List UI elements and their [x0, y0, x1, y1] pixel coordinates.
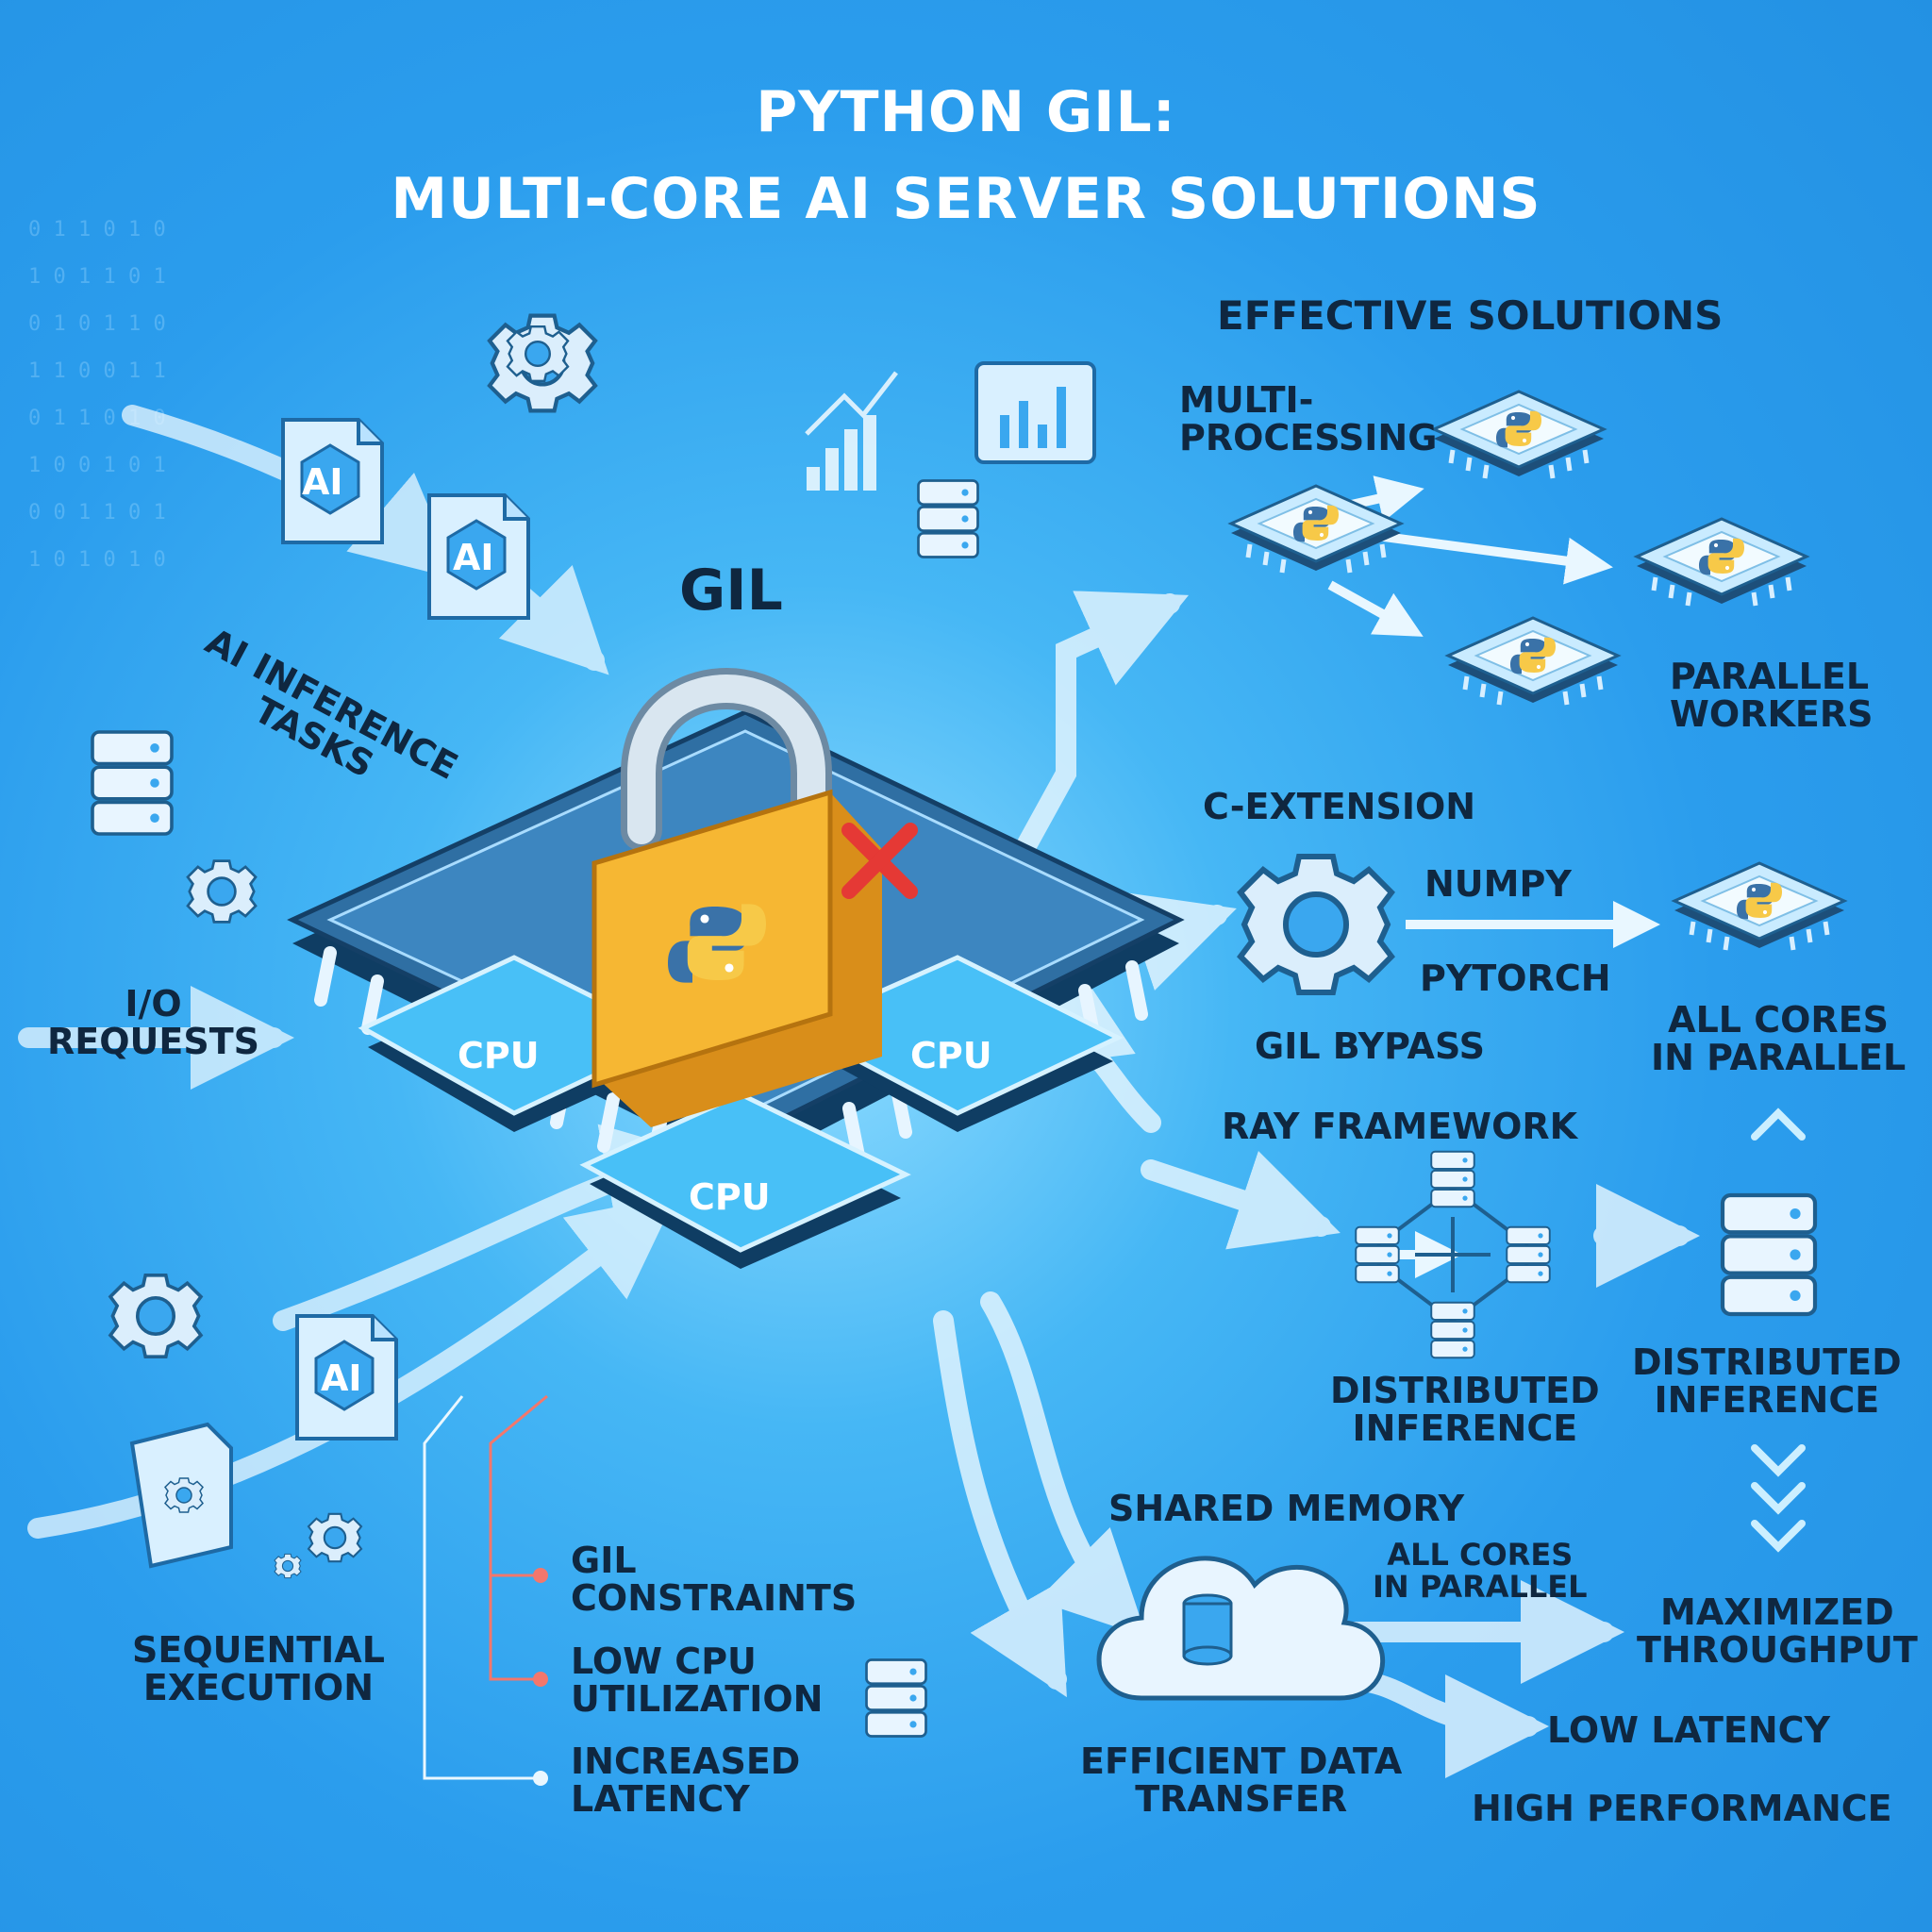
maximized-throughput-label: MAXIMIZED THROUGHPUT	[1637, 1591, 1918, 1671]
x-mark-icon	[841, 823, 918, 899]
distributed-inference-label-1: DISTRIBUTED INFERENCE	[1330, 1370, 1600, 1449]
io-requests-label: I/O REQUESTS	[47, 983, 259, 1062]
ai-badge-3: AI	[321, 1357, 362, 1399]
gear-icon	[274, 1553, 302, 1579]
monitor-chart-icon	[974, 361, 1096, 464]
c-extension-label: C-EXTENSION	[1203, 786, 1476, 827]
low-latency-label: LOW LATENCY	[1547, 1709, 1831, 1751]
low-cpu-label: LOW CPU UTILIZATION	[571, 1641, 824, 1720]
parallel-workers-label: PARALLEL WORKERS	[1670, 656, 1874, 735]
gil-constraints-label: GIL CONSTRAINTS	[571, 1540, 858, 1619]
gear-icon	[506, 325, 570, 382]
ai-badge-2: AI	[453, 537, 494, 578]
gil-label: GIL	[679, 558, 783, 624]
sequential-execution-label: SEQUENTIAL EXECUTION	[132, 1629, 385, 1708]
title-line-2: MULTI-CORE AI SERVER SOLUTIONS	[391, 166, 1541, 232]
svg-text:1 0 1 1 0 1: 1 0 1 1 0 1	[28, 265, 166, 289]
ray-network	[1355, 1150, 1551, 1359]
python-chip-icon	[1448, 618, 1618, 705]
effective-solutions-heading: EFFECTIVE SOLUTIONS	[1217, 292, 1724, 339]
pytorch-label: PYTORCH	[1420, 958, 1611, 999]
gear-icon	[186, 859, 258, 924]
ai-badge-1: AI	[302, 461, 343, 503]
all-cores-label: ALL CORES IN PARALLEL	[1651, 999, 1907, 1078]
svg-text:1 0 1 0 1 0: 1 0 1 0 1 0	[28, 548, 166, 572]
shared-memory-label: SHARED MEMORY	[1108, 1488, 1465, 1529]
cpu-label-1: CPU	[458, 1035, 540, 1076]
high-performance-label: HIGH PERFORMANCE	[1472, 1788, 1892, 1829]
constraint-lines	[423, 1394, 548, 1780]
efficient-data-transfer-label: EFFICIENT DATA TRANSFER	[1080, 1740, 1403, 1820]
cloud-database-icon	[1096, 1556, 1386, 1701]
multiprocessing-label: MULTI- PROCESSING	[1179, 379, 1438, 458]
server-icon	[91, 730, 174, 836]
python-chip-icon	[1637, 519, 1807, 606]
ray-framework-label: RAY FRAMEWORK	[1222, 1106, 1578, 1147]
svg-text:1 0 0 1 0 1: 1 0 0 1 0 1	[28, 454, 166, 477]
python-chip-icon	[1674, 863, 1844, 950]
chevron-icons	[1751, 1108, 1806, 1553]
gil-bypass-label: GIL BYPASS	[1255, 1025, 1485, 1067]
all-cores-label-2: ALL CORES IN PARALLEL	[1373, 1537, 1588, 1605]
title-line-1: PYTHON GIL:	[756, 79, 1176, 145]
bar-chart-icon	[805, 371, 898, 491]
server-icon	[917, 479, 979, 558]
gear-icon	[307, 1512, 363, 1563]
python-chip-icon	[1434, 391, 1604, 478]
server-icon	[865, 1658, 927, 1738]
gil-padlock	[591, 668, 882, 1127]
doc-icon	[129, 1422, 233, 1569]
distributed-inference-label-2: DISTRIBUTED INFERENCE	[1632, 1341, 1902, 1421]
server-icon	[1723, 1195, 1815, 1314]
bullet-dots	[533, 1568, 548, 1786]
cpu-label-2: CPU	[910, 1035, 992, 1076]
svg-text:0 0 1 1 0 1: 0 0 1 1 0 1	[28, 501, 166, 525]
svg-text:1 1 0 0 1 1: 1 1 0 0 1 1	[28, 359, 166, 383]
numpy-label: NUMPY	[1424, 863, 1572, 905]
binary-background: 0 1 1 0 1 0 1 0 1 1 0 1 0 1 0 1 1 0 1 1 0 …	[28, 218, 166, 572]
gear-icon	[108, 1274, 203, 1358]
cpu-label-3: CPU	[689, 1176, 771, 1218]
gear-icon	[1241, 857, 1391, 992]
svg-text:0 1 0 1 1 0: 0 1 0 1 1 0	[28, 312, 166, 336]
increased-latency-label: INCREASED LATENCY	[571, 1740, 801, 1820]
svg-text:0 1 1 0 1 0: 0 1 1 0 1 0	[28, 218, 166, 242]
